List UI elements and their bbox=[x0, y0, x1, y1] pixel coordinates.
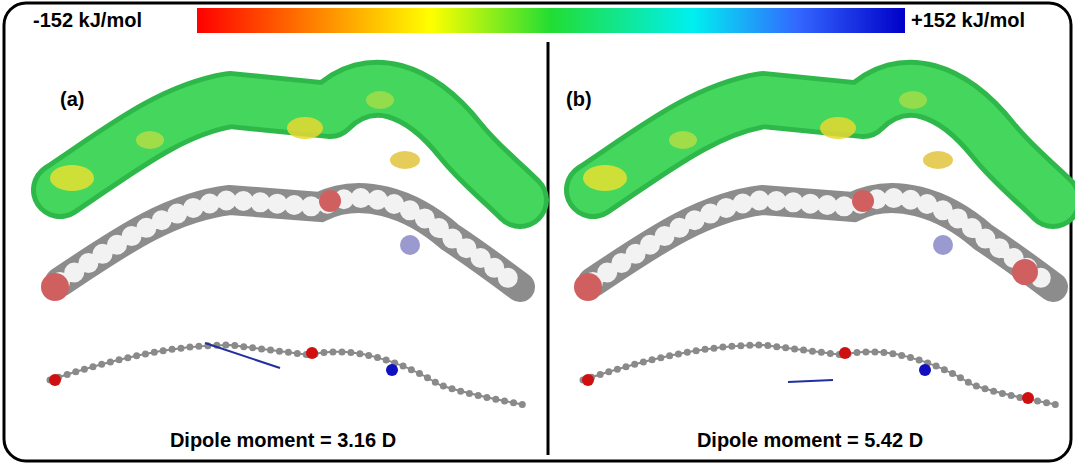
color-bar bbox=[197, 8, 905, 33]
dipole-value: Dipole moment = 3.16 D bbox=[170, 429, 396, 452]
dipole-vector bbox=[205, 343, 280, 368]
molecule-b bbox=[574, 89, 1058, 405]
dipole-value: Dipole moment = 5.42 D bbox=[697, 429, 923, 452]
panel-label: (a) bbox=[60, 88, 84, 111]
panel-divider bbox=[547, 42, 550, 455]
frame bbox=[4, 3, 1071, 461]
scale-max: +152 kJ/mol bbox=[911, 9, 1025, 32]
panel-label: (b) bbox=[566, 88, 592, 111]
scale-min: -152 kJ/mol bbox=[33, 9, 142, 32]
molecule-a bbox=[41, 89, 525, 405]
